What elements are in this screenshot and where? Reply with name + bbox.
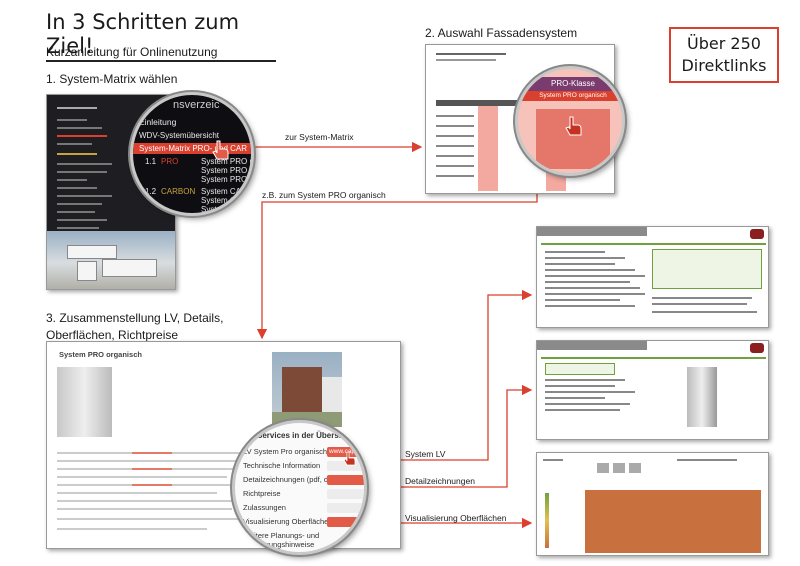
magnifier-top-text: nsverzeic (173, 99, 220, 111)
magnifier-item-3-num: 1.1 (145, 157, 157, 166)
service-link-2[interactable] (327, 461, 364, 471)
arrow-label-lv: System LV (405, 449, 446, 459)
service-item-1[interactable]: LV System Pro organisch (243, 447, 328, 456)
service-item-7[interactable]: Weitere Planungs- und Ausführungshinweis… (243, 531, 320, 555)
service-link-text: www.capato (329, 448, 365, 455)
magnifier-item-4-right: System CAR (201, 187, 247, 196)
page-subtitle: Kurzanleitung für Onlinenutzung (46, 45, 218, 59)
magnifier-item-3: PRO (161, 157, 179, 166)
hand-cursor-icon (565, 116, 582, 136)
magnifier-services: Services in der Übersicht: LV System Pro… (232, 420, 367, 555)
pro-class-band: PRO-Klasse (518, 77, 622, 91)
system-page-heading: System PRO organisch (59, 350, 142, 359)
service-link-6[interactable] (327, 517, 364, 527)
surface-texture-image (585, 490, 761, 553)
building-photo (47, 231, 175, 289)
house-photo (272, 352, 342, 427)
magnifier-matrix: nsverzeic Einleitung WDV-Systemübersicht… (130, 92, 254, 216)
step-3-label: 3. Zusammenstellung LV, Details, Oberflä… (46, 310, 266, 344)
brand-logo-icon (750, 229, 764, 239)
badge-line-2: Direktlinks (681, 56, 767, 75)
arrow-label-pro: z.B. zum System PRO organisch (262, 190, 386, 200)
service-link-1[interactable] (327, 447, 364, 457)
page-title: In 3 Schritten zum Ziel! (46, 10, 276, 62)
wall-layers-image (57, 367, 112, 437)
hand-cursor-icon (212, 140, 229, 160)
detail-header-bar (537, 341, 647, 350)
magnifier-item-4-right-2: System C (201, 196, 236, 205)
magnifier-item-3-right-2: System PRO o (201, 166, 254, 175)
magnifier-item-4-num: 1.2 (145, 187, 157, 196)
arrow-label-visual: Visualisierung Oberflächen (405, 513, 507, 523)
magnifier-item-3-right-3: System PRO F (201, 175, 254, 184)
hand-cursor-icon (343, 451, 356, 466)
detail-drawing-image (687, 367, 717, 427)
screenshot-detail-drawings (536, 340, 769, 440)
magnifier-item-3-right: System PRO m (201, 157, 254, 166)
lv-header-bar (537, 227, 647, 236)
service-item-3[interactable]: Detailzeichnungen (pdf, dwg, dxf) (243, 475, 355, 484)
step-2-label: 2. Auswahl Fassadensystem (425, 26, 578, 40)
service-link-3[interactable] (327, 475, 364, 485)
magnifier-item-2: System-Matrix PRO- und CAR (139, 144, 248, 153)
step-1-label: 1. System-Matrix wählen (46, 72, 178, 86)
step-3-line-1: 3. Zusammenstellung LV, Details, (46, 311, 224, 325)
magnifier-item-4-right-3: System (201, 205, 228, 214)
service-link-4[interactable] (327, 489, 364, 499)
pro-organic-label: System PRO organisch (518, 91, 622, 101)
arrow-label-matrix: zur System-Matrix (285, 132, 354, 142)
service-item-5[interactable]: Zulassungen (243, 503, 286, 512)
badge-line-1: Über 250 (687, 34, 761, 53)
services-heading: Services in der Übersicht: (257, 431, 356, 440)
service-item-2[interactable]: Technische Information (243, 461, 321, 470)
magnifier-item-1: WDV-Systemübersicht (139, 131, 220, 140)
arrow-label-detail: Detailzeichnungen (405, 476, 475, 486)
magnifier-heading: Einleitung (139, 117, 177, 127)
brand-logo-icon (750, 343, 764, 353)
service-link-5[interactable] (327, 503, 364, 513)
service-item-4[interactable]: Richtpreise (243, 489, 281, 498)
service-item-6[interactable]: Visualisierung Oberflächen (243, 517, 333, 526)
screenshot-system-lv (536, 226, 769, 328)
magnifier-facade: PRO-Klasse System PRO organisch (515, 66, 625, 176)
step-3-line-2: Oberflächen, Richtpreise (46, 328, 179, 342)
magnifier-item-4: CARBON (161, 187, 196, 196)
direct-links-badge: Über 250 Direktlinks (669, 27, 779, 83)
magnifier-highlight (133, 143, 251, 154)
